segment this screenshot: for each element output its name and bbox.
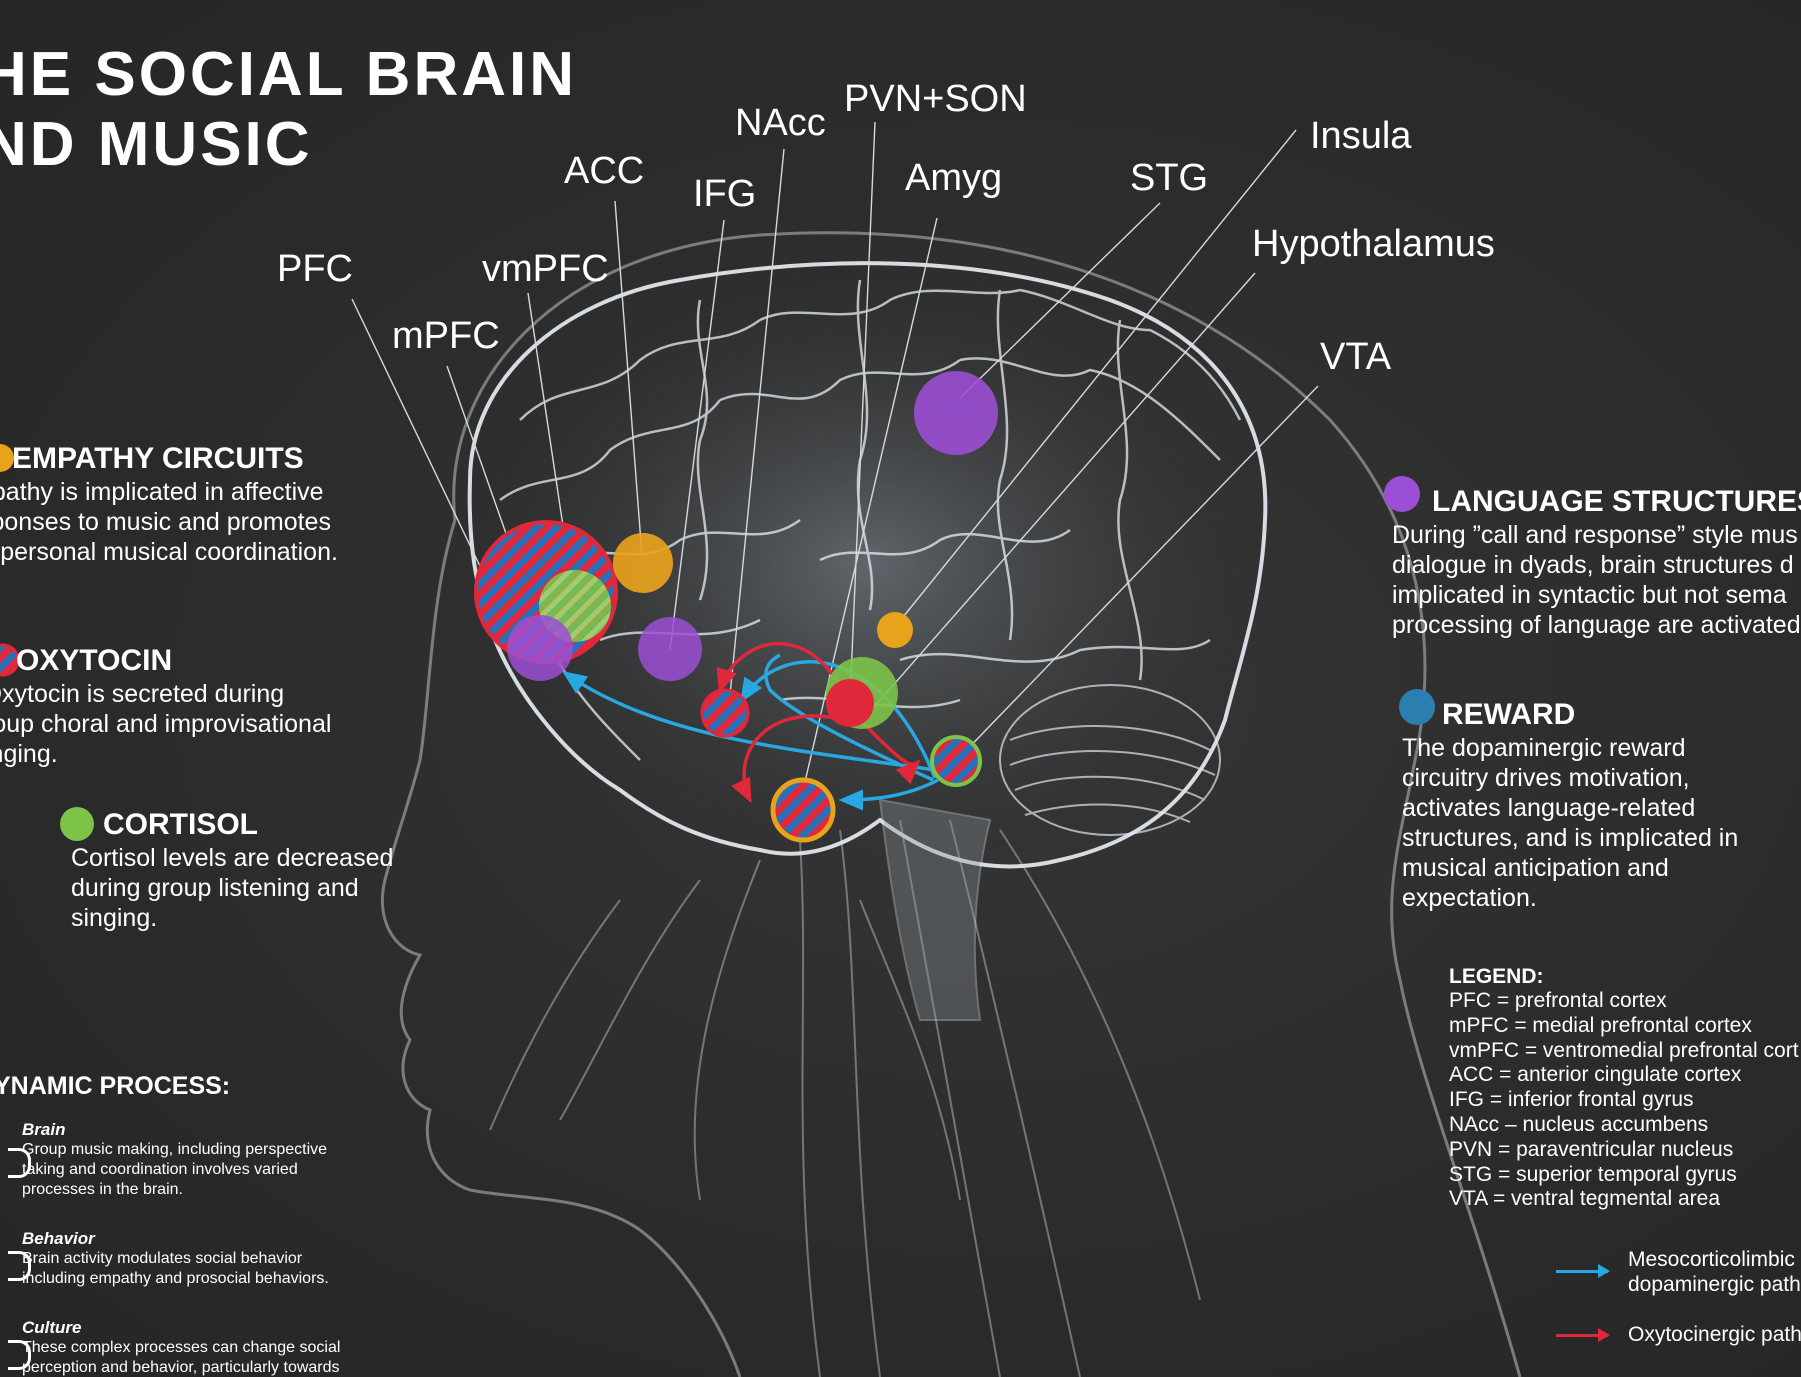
- ifg-marker: [638, 617, 702, 681]
- hypothalamus-marker: [877, 612, 913, 648]
- language-line: During ”call and response” style mus: [1392, 521, 1798, 549]
- brain-icon: [8, 1148, 31, 1178]
- section-empathy: EMPATHY CIRCUITS npathy is implicated in…: [0, 441, 338, 567]
- legend: LEGEND: PFC = prefrontal cortex mPFC = m…: [1449, 964, 1799, 1212]
- language-line: processing of language are activated: [1392, 611, 1801, 639]
- head-silhouette: [380, 231, 1522, 1377]
- oxytocin-heading: OXYTOCIN: [16, 644, 173, 677]
- reward-heading: REWARD: [1442, 698, 1576, 731]
- label-hypothalamus: Hypothalamus: [1252, 223, 1495, 265]
- pathway-key-line: Mesocorticolimbic: [1628, 1248, 1795, 1271]
- dp-item-line: including empathy and prosocial behavior…: [22, 1270, 329, 1287]
- label-vmpfc: vmPFC: [482, 248, 609, 290]
- label-insula: Insula: [1310, 115, 1412, 157]
- pathway-key-oxytocinergic: Oxytocinergic path: [1628, 1322, 1801, 1347]
- stg-marker: [770, 777, 836, 843]
- dp-item-behavior: Behavior Brain activity modulates social…: [8, 1229, 329, 1289]
- pvn-son-marker: [826, 679, 874, 727]
- legend-item: vmPFC = ventromedial prefrontal cort: [1449, 1038, 1799, 1062]
- label-pfc: PFC: [277, 248, 353, 290]
- empathy-heading: EMPATHY CIRCUITS: [12, 442, 304, 475]
- mesocorticolimbic-arrow-icon: [1556, 1264, 1610, 1278]
- reward-dot: [1399, 689, 1435, 725]
- empathy-line: npathy is implicated in affective: [0, 478, 324, 506]
- label-nacc: NAcc: [735, 102, 826, 144]
- dp-item-line: Brain activity modulates social behavior: [22, 1250, 303, 1267]
- label-stg: STG: [1130, 157, 1209, 199]
- dp-item-title: Behavior: [22, 1229, 95, 1248]
- oxytocin-line: Dxytocin is secreted during: [0, 680, 285, 708]
- oxytocinergic-arrow-icon: [1556, 1328, 1610, 1342]
- cortisol-dot: [60, 807, 94, 841]
- language-heading: LANGUAGE STRUCTURES: [1432, 485, 1801, 518]
- section-cortisol: CORTISOL Cortisol levels are decreased d…: [71, 807, 393, 933]
- insula-marker: [914, 371, 998, 455]
- label-acc: ACC: [564, 150, 645, 192]
- empathy-line: sponses to music and promotes: [0, 508, 331, 536]
- legend-item: NAcc – nucleus accumbens: [1449, 1112, 1709, 1136]
- reward-line: musical anticipation and: [1402, 854, 1669, 882]
- legend-item: PFC = prefrontal cortex: [1449, 989, 1667, 1012]
- title-line-2: ND MUSIC: [0, 110, 313, 179]
- legend-item: STG = superior temporal gyrus: [1449, 1162, 1737, 1186]
- oxytocin-dot: [0, 643, 20, 677]
- acc-marker: [613, 533, 673, 593]
- dp-item-line: processes in the brain.: [22, 1181, 183, 1198]
- legend-item: IFG = inferior frontal gyrus: [1449, 1088, 1694, 1112]
- vta-marker: [930, 735, 982, 787]
- label-ifg: IFG: [693, 173, 757, 215]
- reward-line: The dopaminergic reward: [1402, 734, 1686, 762]
- leader-lines: [351, 121, 1319, 804]
- legend-item: PVN = paraventricular nucleus: [1449, 1137, 1734, 1161]
- label-vta: VTA: [1320, 336, 1392, 378]
- title-line-1: HE SOCIAL BRAIN: [0, 40, 578, 109]
- language-dot: [1384, 476, 1420, 512]
- label-amyg: Amyg: [905, 157, 1003, 199]
- dp-item-culture: Culture These complex processes can chan…: [8, 1318, 341, 1377]
- pathway-key-line: Oxytocinergic path: [1628, 1323, 1801, 1346]
- dp-item-line: Group music making, including perspectiv…: [22, 1141, 328, 1158]
- dp-item-brain: Brain Group music making, including pers…: [8, 1120, 328, 1200]
- legend-item: mPFC = medial prefrontal cortex: [1449, 1013, 1752, 1037]
- pathway-key-dopaminergic: Mesocorticolimbic dopaminergic path: [1628, 1247, 1801, 1297]
- dp-item-line: These complex processes can change socia…: [22, 1339, 341, 1356]
- dp-item-title: Brain: [22, 1120, 66, 1139]
- dp-item-line: taking and coordination involves varied: [22, 1161, 298, 1178]
- legend-heading: LEGEND:: [1449, 965, 1544, 988]
- cortisol-line: Cortisol levels are decreased: [71, 844, 394, 872]
- section-reward: REWARD The dopaminergic reward circuitry…: [1402, 697, 1738, 913]
- mpfc-marker: [507, 615, 573, 681]
- reward-line: circuitry drives motivation,: [1402, 764, 1690, 792]
- pathway-key-line: dopaminergic path: [1628, 1273, 1801, 1296]
- neck-vessels: [489, 819, 1201, 1377]
- nacc-marker: [700, 688, 750, 738]
- legend-item: ACC = anterior cingulate cortex: [1449, 1063, 1742, 1087]
- dp-item-line: perception and behavior, particularly to…: [22, 1359, 340, 1376]
- language-line: implicated in syntactic but not sema: [1392, 581, 1787, 609]
- legend-item: VTA = ventral tegmental area: [1449, 1187, 1721, 1211]
- section-language: LANGUAGE STRUCTURES During ”call and res…: [1392, 484, 1801, 640]
- culture-icon: [8, 1340, 31, 1370]
- behavior-icon: [8, 1251, 31, 1281]
- language-line: dialogue in dyads, brain structures d: [1392, 551, 1794, 579]
- label-mpfc: mPFC: [392, 315, 500, 357]
- dp-item-title: Culture: [22, 1318, 82, 1337]
- reward-line: structures, and is implicated in: [1402, 824, 1739, 852]
- label-pvn-son: PVN+SON: [844, 78, 1027, 120]
- empathy-line: erpersonal musical coordination.: [0, 538, 338, 566]
- reward-line: activates language-related: [1402, 794, 1696, 822]
- cortisol-line: during group listening and: [71, 874, 359, 902]
- region-markers: [474, 371, 998, 843]
- page-title: HE SOCIAL BRAIN ND MUSIC: [0, 40, 577, 180]
- section-oxytocin: OXYTOCIN Dxytocin is secreted during rou…: [0, 643, 331, 769]
- oxytocin-line: roup choral and improvisational: [0, 710, 332, 738]
- oxytocin-line: inging.: [0, 740, 58, 768]
- cortisol-line: singing.: [71, 904, 158, 932]
- empathy-dot: [0, 444, 14, 472]
- dynamic-process-heading: YNAMIC PROCESS:: [0, 1072, 231, 1100]
- cortisol-heading: CORTISOL: [103, 808, 258, 841]
- reward-line: expectation.: [1402, 884, 1537, 912]
